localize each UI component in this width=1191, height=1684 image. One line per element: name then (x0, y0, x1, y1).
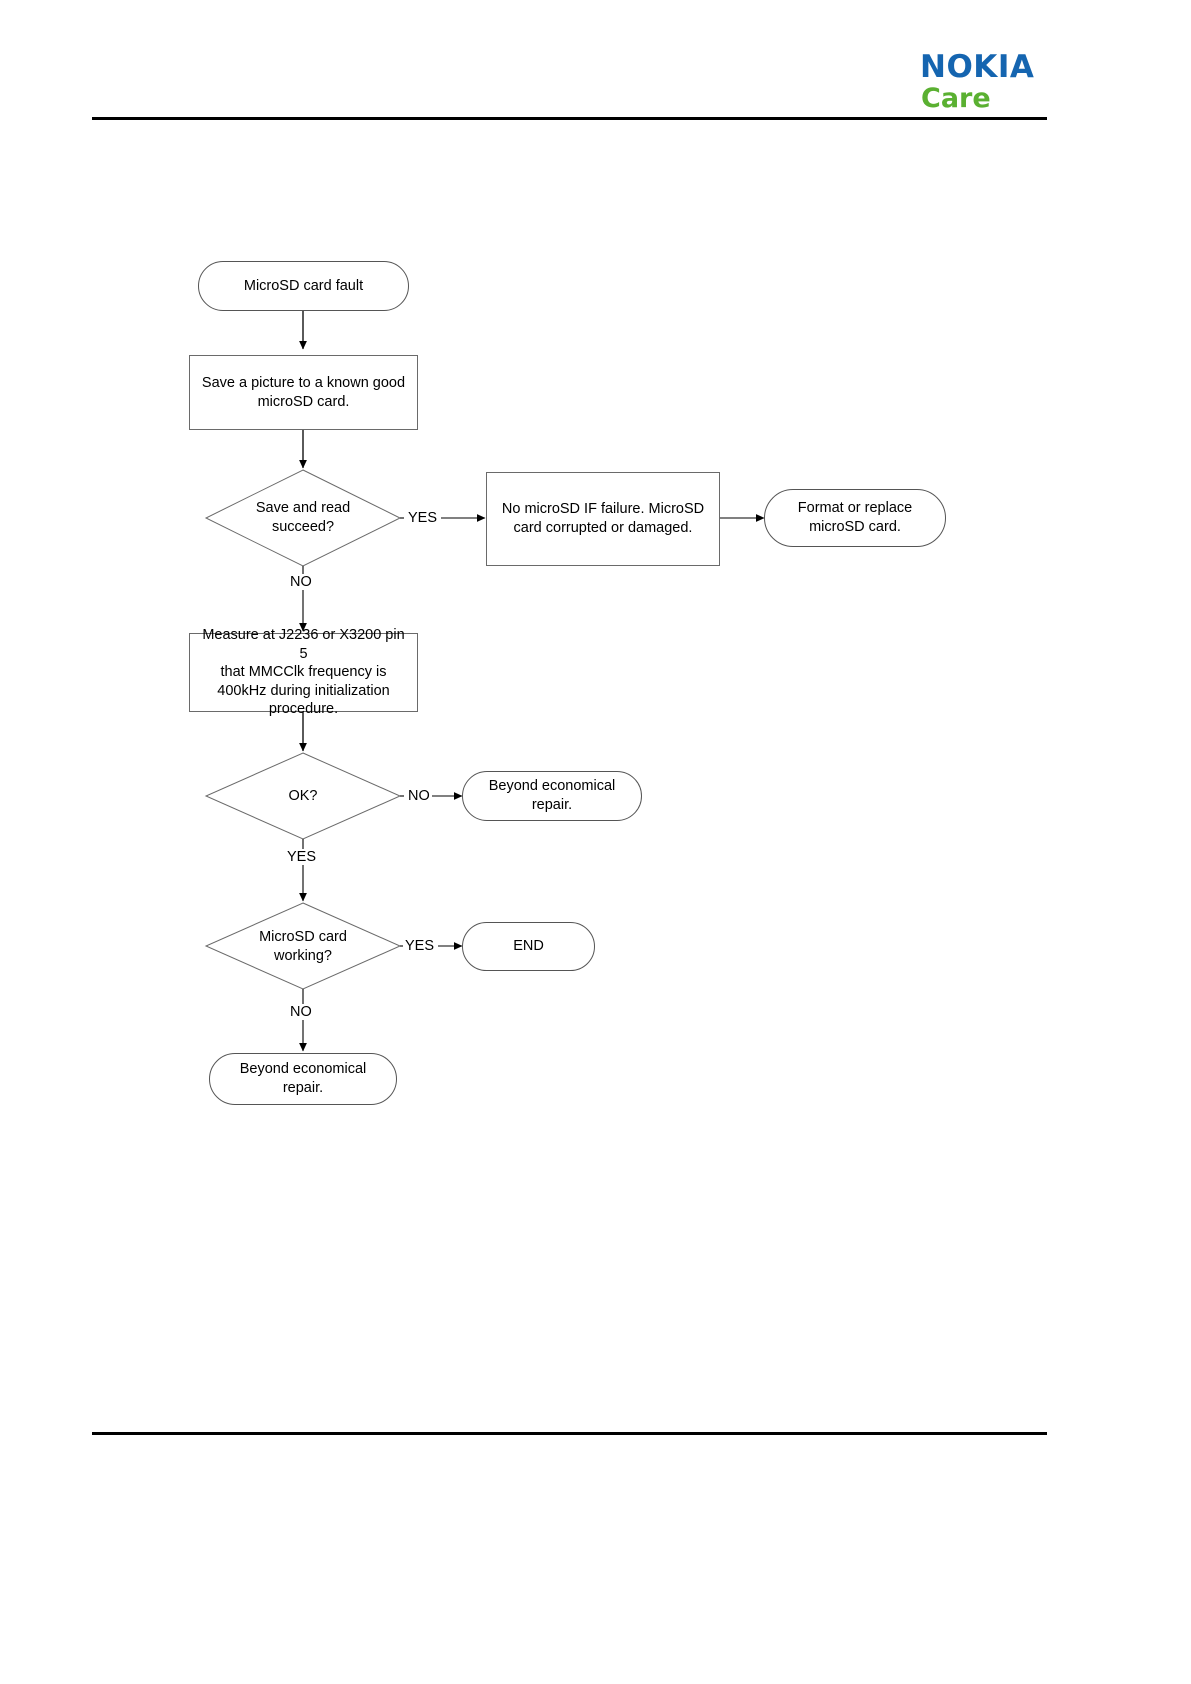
node-decision-ok: OK? (288, 787, 318, 804)
edge-label-no-save-read: NO (288, 574, 314, 590)
node-save-picture: Save a picture to a known good microSD c… (189, 355, 418, 430)
footer-divider (92, 1432, 1047, 1435)
edge-label-yes-card-working: YES (403, 938, 437, 954)
node-decision-save-read: Save and read succeed? (255, 500, 351, 535)
header-divider (92, 117, 1047, 120)
node-decision-card-working: MicroSD card working? (259, 929, 347, 964)
edge-label-no-ok: NO (406, 788, 432, 804)
node-no-if-failure: No microSD IF failure. MicroSD card corr… (486, 472, 720, 566)
node-start: MicroSD card fault (198, 261, 409, 311)
node-beyond-repair-1: Beyond economical repair. (462, 771, 642, 821)
nokia-wordmark: NOKIA (920, 49, 1035, 85)
care-wordmark: Care (921, 83, 991, 114)
edge-label-yes-ok: YES (285, 849, 319, 865)
node-end: END (462, 922, 595, 971)
node-measure-clk: Measure at J2236 or X3200 pin 5 that MMC… (189, 627, 418, 717)
edge-label-yes-save-read: YES (406, 510, 440, 526)
node-format-card: Format or replace microSD card. (764, 489, 946, 547)
nokia-care-logo: NOKIA Care (920, 49, 1060, 114)
node-beyond-repair-2: Beyond economical repair. (209, 1053, 397, 1105)
edge-label-no-card-working: NO (288, 1004, 314, 1020)
